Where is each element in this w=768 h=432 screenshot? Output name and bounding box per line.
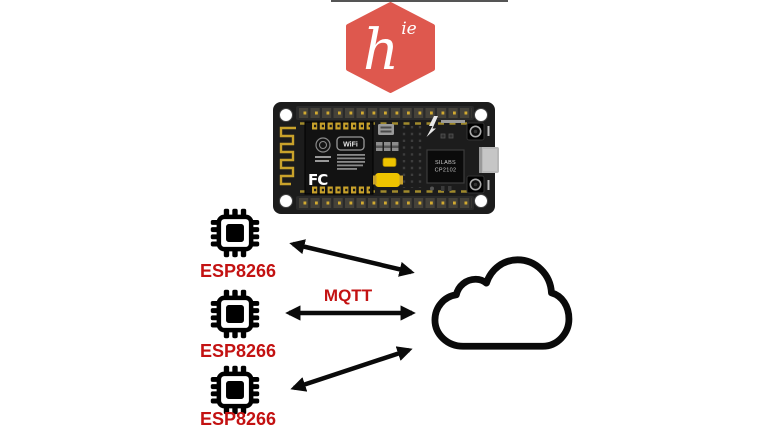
mounting-hole [279,194,293,208]
hexagon-shape [346,2,435,93]
logo-letter-h: h [363,18,399,83]
usb-uart-chip [426,149,465,184]
lightning-bolt-icon [426,116,438,137]
wifi-badge-label: WiFi [343,142,358,149]
status-led [382,157,397,167]
bidirectional-arrow-top [289,239,415,277]
cloud-icon [431,256,573,350]
esp8266-label: ESP8266 [199,261,277,281]
esp8266-label: ESP8266 [199,409,277,429]
cropped-text-remnant [331,0,508,2]
mqtt-protocol-label: MQTT [323,286,373,305]
mounting-hole [474,194,488,208]
usb-uart-chip-label1: SILABS [435,160,456,166]
fcc-mark: FC [308,171,328,189]
esp8266-chip-icon [210,289,260,339]
esp8266-chip-icon [210,208,260,258]
usb-uart-chip-label2: CP2102 [435,168,457,174]
mounting-hole [279,108,293,122]
reset-button [466,175,490,194]
hexagon-logo-icon: h ie [346,2,435,93]
wifi-antenna-trace [279,126,296,186]
nodemcu-board-image: WiFi FC [273,102,499,214]
esp12-module: WiFi FC [304,121,374,195]
logo-letters-ie: ie [401,19,417,39]
esp8266-label: ESP8266 [199,341,277,361]
top-pin-row [296,106,474,125]
usb-uart-section: SILABS CP2102 [426,116,465,191]
esp8266-chip-icon [210,365,260,415]
flash-button [466,122,490,141]
bidirectional-arrow-bottom [290,346,413,392]
vendor-stamp-icon [315,137,331,153]
onboard-components [373,124,403,187]
wifi-badge [336,136,365,151]
usb-connector [479,147,499,173]
power-led [375,173,400,187]
bottom-pin-row [296,190,474,210]
mounting-hole [474,108,488,122]
